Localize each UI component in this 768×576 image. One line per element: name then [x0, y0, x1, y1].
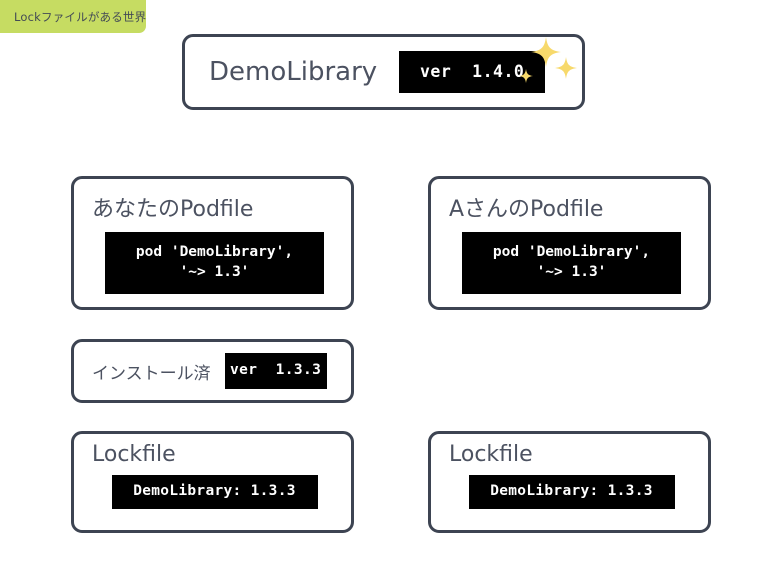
a-san-podfile-title: AさんのPodfile: [449, 197, 604, 222]
a-san-lockfile-card: Lockfile DemoLibrary: 1.3.3: [428, 431, 711, 533]
your-podfile-code-chip: pod 'DemoLibrary', '~> 1.3': [105, 232, 324, 294]
a-san-podfile-code-line-1: pod 'DemoLibrary',: [492, 244, 651, 261]
installed-version-title: インストール済: [92, 363, 211, 384]
world-with-lockfile-badge: Lockファイルがある世界: [0, 0, 146, 33]
your-lockfile-title: Lockfile: [92, 442, 176, 467]
world-with-lockfile-badge-label: Lockファイルがある世界: [14, 9, 147, 24]
your-podfile-title: あなたのPodfile: [92, 197, 254, 222]
a-san-lockfile-entry-chip: DemoLibrary: 1.3.3: [468, 475, 675, 509]
a-san-podfile-code-line-2: '~> 1.3': [536, 264, 607, 280]
your-podfile-code-line-2: '~> 1.3': [179, 264, 250, 280]
latest-version-group: ver 1.4.0: [399, 37, 578, 93]
a-san-lockfile-title: Lockfile: [449, 442, 533, 467]
installed-version-chip: ver 1.3.3: [224, 353, 327, 389]
your-podfile-code-line-1: pod 'DemoLibrary',: [135, 244, 294, 261]
library-header-card: DemoLibrary ver 1.4.0: [182, 34, 585, 110]
your-podfile-card: あなたのPodfile pod 'DemoLibrary', '~> 1.3': [71, 176, 354, 310]
your-lockfile-entry-chip: DemoLibrary: 1.3.3: [111, 475, 318, 509]
a-san-podfile-card: AさんのPodfile pod 'DemoLibrary', '~> 1.3': [428, 176, 711, 310]
installed-version-card: インストール済 ver 1.3.3: [71, 339, 354, 403]
latest-version-chip: ver 1.4.0: [399, 51, 546, 93]
your-lockfile-card: Lockfile DemoLibrary: 1.3.3: [71, 431, 354, 533]
sparkle-medium-icon: [555, 57, 578, 79]
a-san-podfile-code-chip: pod 'DemoLibrary', '~> 1.3': [462, 232, 681, 294]
library-name-title: DemoLibrary: [209, 57, 378, 87]
